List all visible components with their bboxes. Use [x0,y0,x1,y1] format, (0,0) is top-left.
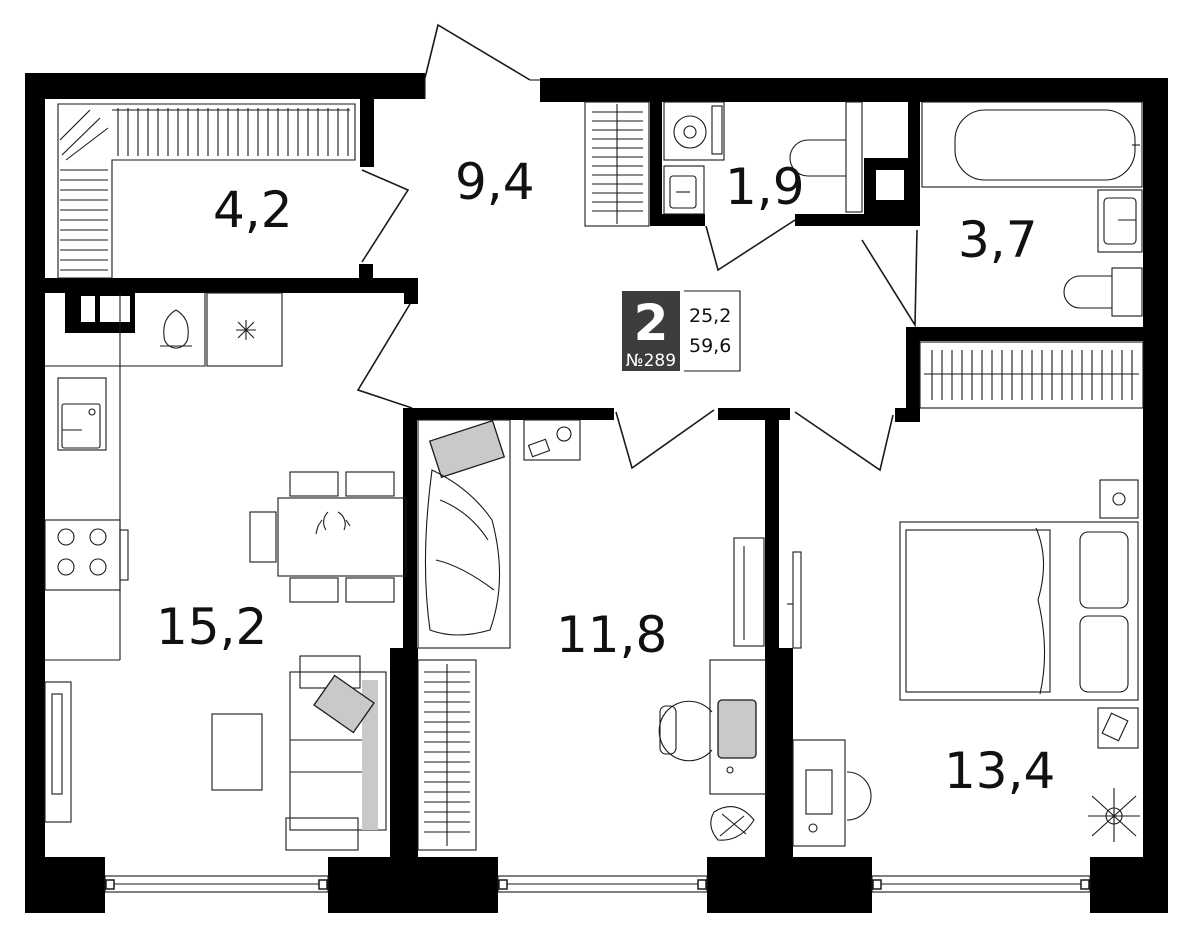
bath-fixtures [921,101,1143,317]
room-area-kitchen-living: 15,2 [156,598,267,656]
rooms-count: 2 [634,294,669,352]
room-area-bedroom: 13,4 [944,742,1055,800]
walls [25,73,1168,913]
total-area: 59,6 [689,335,731,357]
room-area-bathroom: 3,7 [958,211,1038,269]
room-area-kids: 11,8 [556,606,667,664]
badge-background [622,291,680,371]
room-labels: 4,2 9,4 1,9 3,7 15,2 11,8 13,4 [156,153,1055,800]
kids-furniture [417,419,767,841]
apartment-number: №289 [626,351,676,371]
living-area: 25,2 [689,305,731,327]
kitchen-furniture [44,292,407,851]
room-area-wc: 1,9 [725,158,805,216]
room-area-wardrobe: 4,2 [213,181,293,239]
apartment-badge: 2 №289 25,2 59,6 [622,290,741,372]
wc-fixtures [663,101,863,215]
wardrobe-rails [57,101,1144,851]
windows [104,875,1091,893]
doors [356,23,918,472]
room-area-hall: 9,4 [455,153,535,211]
bedroom-furniture [787,479,1140,847]
